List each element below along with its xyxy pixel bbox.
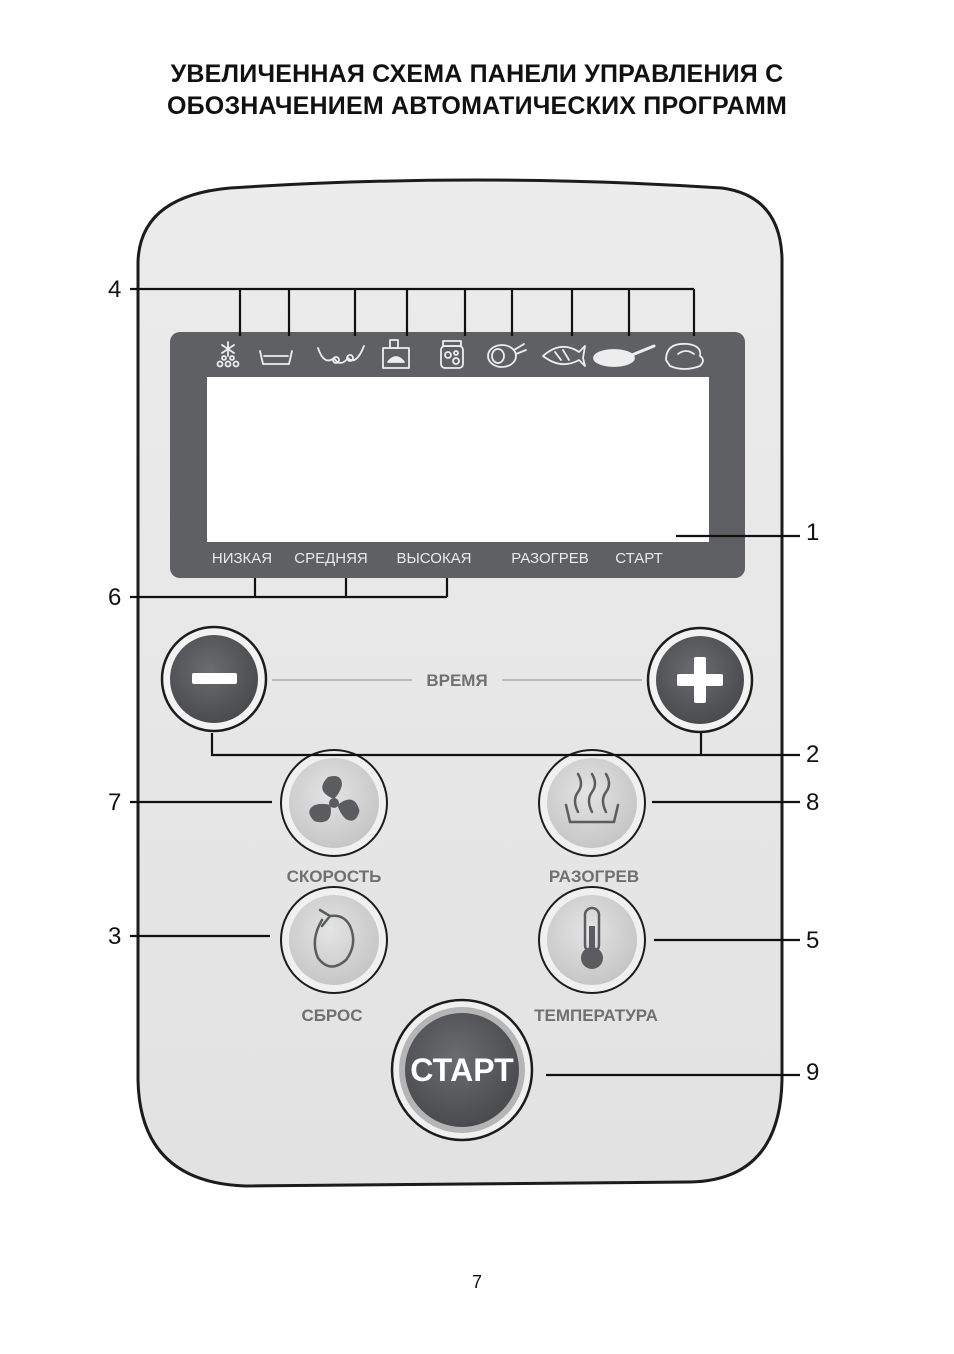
vegetables-icon: [317, 345, 365, 364]
reset-button[interactable]: [280, 886, 388, 994]
title-line-2: ОБОЗНАЧЕНИЕМ АВТОМАТИЧЕСКИХ ПРОГРАММ: [166, 92, 788, 120]
status-label-start: СТАРТ: [615, 550, 663, 567]
callout-9: 9: [806, 1059, 819, 1086]
level-label-high: ВЫСОКАЯ: [396, 550, 471, 567]
heat-label: РАЗОГРЕВ: [549, 867, 639, 886]
meat-leg-icon: [487, 343, 527, 368]
start-button[interactable]: СТАРТ: [390, 998, 534, 1142]
chicken-icon: [665, 342, 704, 370]
page-number: 7: [471, 1272, 482, 1292]
display-screen: [207, 377, 709, 542]
speed-button[interactable]: [280, 749, 388, 857]
plus-icon: [677, 657, 723, 703]
minus-icon: [192, 673, 237, 684]
callout-1: 1: [806, 519, 819, 546]
temperature-button[interactable]: [538, 886, 646, 994]
callout-5: 5: [806, 927, 819, 954]
fan-icon: [309, 776, 360, 823]
time-minus-button[interactable]: [160, 625, 268, 733]
callout-2: 2: [806, 741, 819, 768]
heat-waves-icon: [564, 772, 620, 824]
callout-3: 3: [108, 923, 121, 950]
status-label-heat: РАЗОГРЕВ: [511, 550, 589, 567]
time-plus-button[interactable]: [646, 626, 754, 734]
fish-icon: [542, 345, 586, 367]
page-title: УВЕЛИЧЕННАЯ СХЕМА ПАНЕЛИ УПРАВЛЕНИЯ С ОБ…: [0, 58, 954, 122]
callout-6: 6: [108, 584, 121, 611]
heat-button[interactable]: [538, 749, 646, 857]
level-label-low: НИЗКАЯ: [212, 550, 272, 567]
time-label: ВРЕМЯ: [426, 671, 487, 690]
title-line-1: УВЕЛИЧЕННАЯ СХЕМА ПАНЕЛИ УПРАВЛЕНИЯ С: [170, 60, 784, 88]
callout-line-2: [210, 733, 800, 757]
callout-4: 4: [108, 276, 121, 303]
temperature-label: ТЕМПЕРАТУРА: [534, 1006, 658, 1025]
start-button-label: СТАРТ: [410, 1052, 514, 1088]
jar-icon: [440, 340, 464, 369]
snowflake-drops-icon: [216, 341, 240, 368]
callout-7: 7: [108, 789, 121, 816]
reset-label: СБРОС: [301, 1006, 362, 1025]
frying-pan-icon: [593, 344, 656, 367]
oven-icon: [382, 339, 410, 369]
callout-8: 8: [806, 789, 819, 816]
tub-icon: [259, 350, 293, 365]
thermometer-icon: [581, 906, 603, 969]
level-label-medium: СРЕДНЯЯ: [294, 550, 368, 567]
reset-arrow-icon: [313, 908, 355, 968]
speed-label: СКОРОСТЬ: [287, 867, 382, 886]
